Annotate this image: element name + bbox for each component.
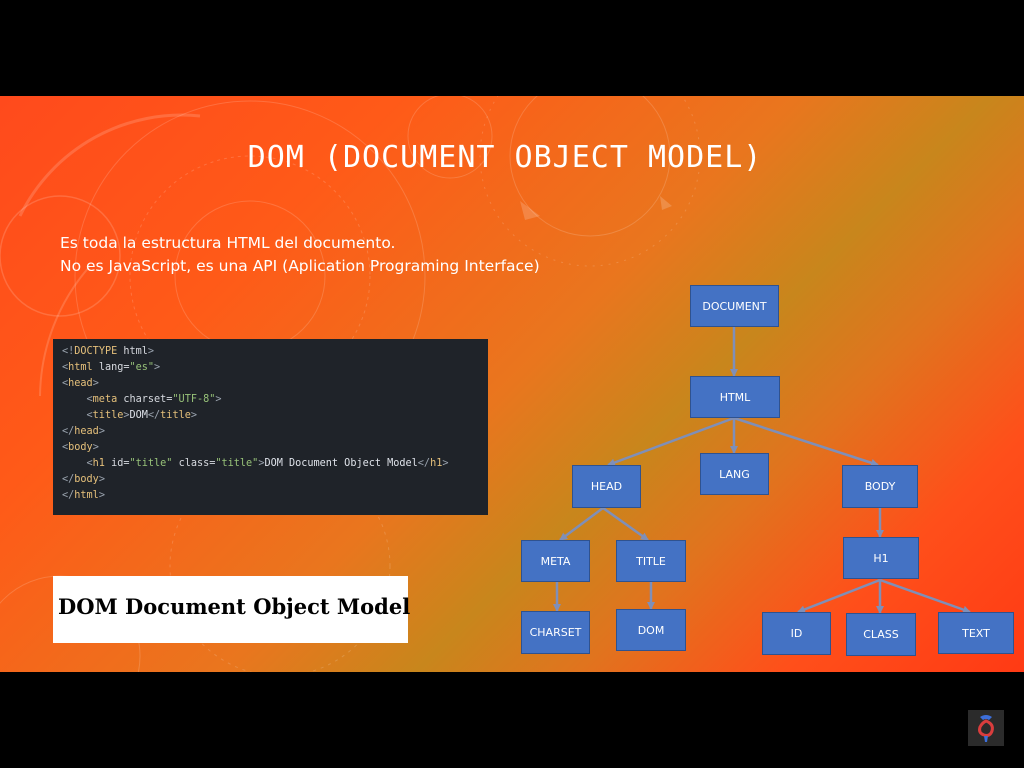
description-line-2: No es JavaScript, es una API (Aplication… — [60, 257, 540, 275]
code-line: <html lang="es"> — [62, 362, 161, 373]
node-html: HTML — [690, 376, 780, 418]
html-code-block: <!DOCTYPE html> <html lang="es"> <head> … — [53, 339, 488, 515]
node-class: CLASS — [846, 613, 916, 656]
dom-tree-connectors — [553, 327, 971, 614]
code-line: </head> — [62, 426, 105, 437]
channel-logo-icon — [968, 710, 1004, 746]
node-dom: DOM — [616, 609, 686, 651]
node-title: TITLE — [616, 540, 686, 582]
code-line: <!DOCTYPE html> — [62, 346, 155, 357]
node-head: HEAD — [572, 465, 641, 508]
code-line: <head> — [62, 378, 99, 389]
code-line: <body> — [62, 442, 99, 453]
node-lang: LANG — [700, 453, 769, 495]
description-line-1: Es toda la estructura HTML del documento… — [60, 234, 396, 252]
rendered-output-preview: DOM Document Object Model — [53, 576, 411, 643]
rendered-h1: DOM Document Object Model — [58, 594, 411, 619]
node-document: DOCUMENT — [690, 285, 779, 327]
node-charset: CHARSET — [521, 611, 590, 654]
code-line: </body> — [62, 474, 105, 485]
node-h1: H1 — [843, 537, 919, 579]
code-line: </html> — [62, 490, 105, 501]
node-body: BODY — [842, 465, 918, 508]
slide-description: Es toda la estructura HTML del documento… — [60, 232, 540, 278]
code-line: <meta charset="UTF-8"> — [62, 394, 222, 405]
code-line: <h1 id="title" class="title">DOM Documen… — [62, 458, 449, 469]
node-text: TEXT — [938, 612, 1014, 654]
top-letterbox — [0, 0, 1024, 96]
bottom-letterbox — [0, 672, 1024, 768]
code-line: <title>DOM</title> — [62, 410, 197, 421]
slide-title: DOM (DOCUMENT OBJECT MODEL) — [247, 140, 763, 175]
node-meta: META — [521, 540, 590, 582]
presentation-slide: DOM (DOCUMENT OBJECT MODEL) Es toda la e… — [0, 96, 1024, 672]
node-id: ID — [762, 612, 831, 655]
